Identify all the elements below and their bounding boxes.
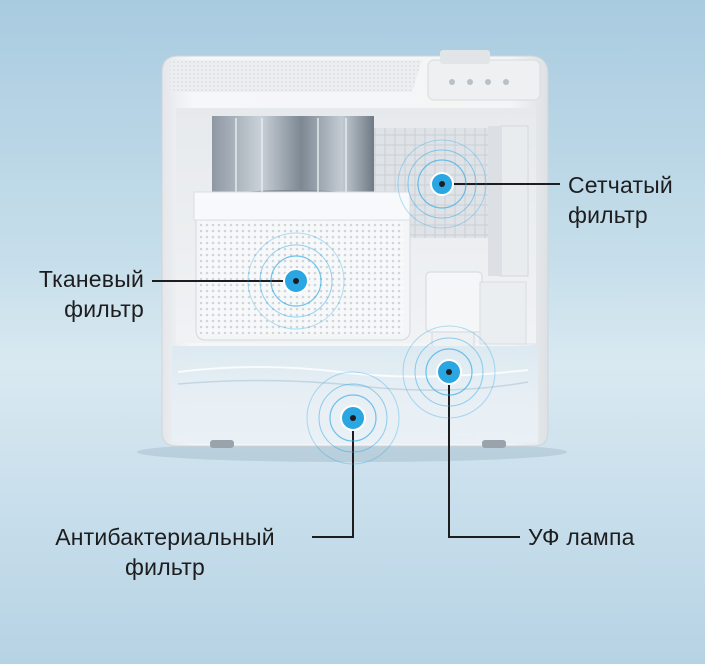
mesh-filter-label: Сетчатый фильтр bbox=[568, 170, 673, 230]
mesh-filter-label-line1: Сетчатый bbox=[568, 172, 673, 198]
mesh-filter-marker bbox=[397, 139, 487, 229]
antibacterial-filter-label-line2: фильтр bbox=[125, 554, 205, 580]
antibacterial-filter-label: Антибактериальный фильтр bbox=[24, 522, 306, 582]
fabric-filter-label-line2: фильтр bbox=[64, 296, 144, 322]
mesh-filter-label-line2: фильтр bbox=[568, 202, 648, 228]
fabric-filter-marker bbox=[247, 232, 345, 330]
fabric-filter-label-line1: Тканевый bbox=[38, 266, 144, 292]
antibacterial-filter-marker bbox=[306, 371, 400, 465]
leader-lines bbox=[152, 183, 560, 538]
uv-lamp-label-line1: УФ лампа bbox=[528, 524, 635, 550]
uv-lamp-leader bbox=[448, 372, 520, 538]
antibacterial-filter-leader bbox=[312, 418, 354, 538]
uv-lamp-marker bbox=[402, 325, 496, 419]
fabric-filter-label: Тканевый фильтр bbox=[10, 264, 144, 324]
uv-lamp-label: УФ лампа bbox=[528, 522, 635, 552]
antibacterial-filter-label-line1: Антибактериальный bbox=[55, 524, 275, 550]
